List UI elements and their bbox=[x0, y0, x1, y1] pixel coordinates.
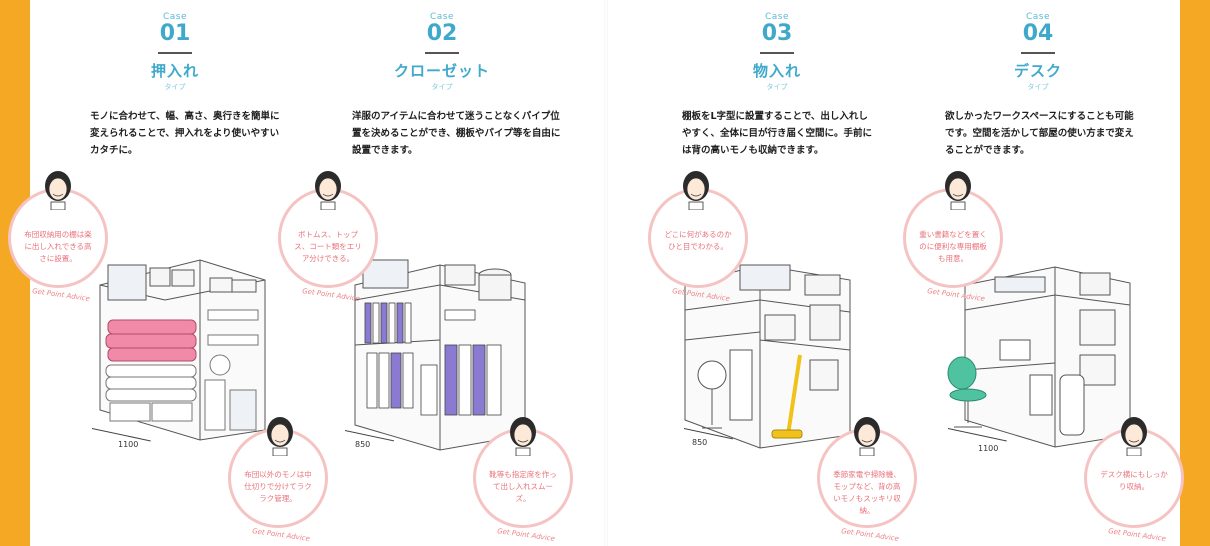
case-title: 物入れ bbox=[752, 62, 801, 80]
case-04: Case 04 デスク タイプ 欲しかったワークスペースにすることも可能です。空… bbox=[903, 12, 1184, 543]
advice-bubble-bottom: 季節家電や掃除機、モップなど、背の高いモノもスッキリ収納。 Get Point … bbox=[817, 428, 917, 543]
case-divider bbox=[158, 52, 192, 54]
advisor-face-icon bbox=[854, 417, 880, 456]
case-01: Case 01 押入れ タイプ モノに合わせて、幅、高さ、奥行きを簡単に変えられ… bbox=[0, 0, 328, 546]
monoire-illustration bbox=[684, 264, 851, 449]
advisor-face-icon bbox=[267, 417, 293, 456]
case-description: モノに合わせて、幅、高さ、奥行きを簡単に変えられることで、押入れをより使いやすい… bbox=[90, 111, 280, 156]
case-label: Case bbox=[764, 12, 790, 22]
advisor-face-icon bbox=[45, 171, 71, 210]
right-orange-edge bbox=[1180, 0, 1210, 546]
advisor-face-icon bbox=[945, 171, 971, 210]
advice-text: 重い書籍などを置くのに便利な専用棚板も用意。 bbox=[919, 230, 987, 263]
case-divider bbox=[425, 52, 459, 54]
case-title: 押入れ bbox=[150, 62, 199, 80]
page-fold bbox=[604, 0, 608, 546]
width-dimension: 850 bbox=[355, 440, 371, 449]
case-header: Case 02 クローゼット タイプ bbox=[382, 12, 502, 92]
desk-illustration bbox=[947, 266, 1131, 448]
case-subtitle: タイプ bbox=[766, 83, 788, 91]
case-label: Case bbox=[429, 12, 455, 22]
advisor-face-icon bbox=[315, 171, 341, 210]
advice-text: 季節家電や掃除機、モップなど、背の高いモノもスッキリ収納。 bbox=[833, 470, 901, 515]
case-number: 04 bbox=[1022, 21, 1054, 46]
case-title: デスク bbox=[1013, 62, 1062, 80]
case-header: Case 03 物入れ タイプ bbox=[717, 12, 837, 92]
case-02: Case 02 クローゼット タイプ 洋服のアイテムに合わせて迷うことなくパイプ… bbox=[0, 0, 600, 546]
width-dimension: 1100 bbox=[978, 444, 999, 453]
case-header: Case 01 押入れ タイプ bbox=[115, 12, 235, 92]
case-number: 01 bbox=[159, 21, 191, 46]
advice-text: ボトムス、トップス、コート類をエリア分けできる。 bbox=[294, 230, 362, 263]
case-divider bbox=[1021, 52, 1055, 54]
closet-illustration bbox=[354, 259, 526, 451]
advice-text: 布団収納用の棚は楽に出し入れできる高さに設置。 bbox=[24, 230, 92, 263]
case-title: クローゼット bbox=[393, 62, 490, 80]
oshiire-illustration bbox=[99, 259, 266, 441]
case-divider bbox=[760, 52, 794, 54]
advisor-face-icon bbox=[683, 171, 709, 210]
width-dimension: 850 bbox=[692, 438, 708, 447]
case-description: 欲しかったワークスペースにすることも可能です。空間を活かして部屋の使い方まで変え… bbox=[945, 111, 1134, 156]
case-description: 洋服のアイテムに合わせて迷うことなくパイプ位置を決めることができ、棚板やパイプ等… bbox=[352, 111, 561, 156]
advice-tag: Get Point Advice bbox=[1107, 527, 1167, 543]
case-description: 棚板をL字型に設置することで、出し入れしやすく、全体に目が行き届く空間に。手前に… bbox=[682, 111, 873, 156]
case-subtitle: タイプ bbox=[164, 83, 186, 91]
width-dimension: 1100 bbox=[118, 440, 139, 449]
case-subtitle: タイプ bbox=[431, 83, 453, 91]
case-number: 02 bbox=[426, 21, 458, 46]
case-subtitle: タイプ bbox=[1027, 83, 1049, 91]
advice-text: デスク横にもしっかり収納。 bbox=[1100, 470, 1168, 491]
advice-text: どこに何があるのかひと目でわかる。 bbox=[664, 230, 732, 251]
case-label: Case bbox=[162, 12, 188, 22]
advisor-face-icon bbox=[1121, 417, 1147, 456]
advice-text: 靴等も指定席を作って出し入れスムーズ。 bbox=[489, 470, 557, 503]
advice-text: 布団以外のモノは中仕切りで分けてラクラク管理。 bbox=[244, 470, 312, 503]
advisor-face-icon bbox=[510, 417, 536, 456]
case-header: Case 04 デスク タイプ bbox=[978, 12, 1098, 92]
case-label: Case bbox=[1025, 12, 1051, 22]
case-number: 03 bbox=[761, 21, 793, 46]
case-03: Case 03 物入れ タイプ 棚板をL字型に設置することで、出し入れしやすく、… bbox=[648, 12, 917, 543]
